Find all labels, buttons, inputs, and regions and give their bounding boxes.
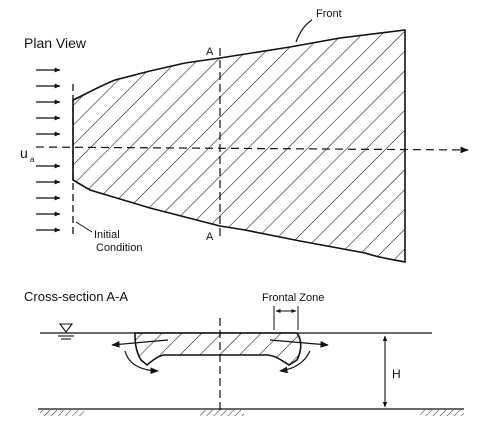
curl-arrow-right (279, 350, 311, 374)
inflow-arrows (36, 67, 61, 233)
cross-section-title: Cross-section A-A (24, 289, 128, 304)
velocity-subscript: a (30, 155, 35, 164)
front-label: Front (316, 8, 342, 20)
slick-area (72, 29, 406, 263)
depth-label: H (392, 367, 401, 381)
seabed-hatching (40, 410, 464, 416)
velocity-label: u (20, 145, 28, 161)
section-mark-bottom: A (206, 231, 214, 243)
slick-cross-section (134, 332, 302, 367)
spread-arrow-left (111, 339, 169, 348)
curl-arrow-left (124, 350, 159, 375)
initial-condition-leader (75, 221, 93, 233)
plan-view-title: Plan View (24, 35, 87, 51)
water-surface-symbol (58, 323, 74, 340)
section-mark-top: A (206, 46, 214, 58)
front-leader (295, 19, 313, 43)
frontal-zone-label: Frontal Zone (262, 292, 324, 304)
spread-arrow-right (269, 339, 329, 348)
initial-condition-line1: Initial (94, 229, 120, 241)
centerline-arrow (35, 146, 469, 154)
initial-condition-line2: Condition (96, 242, 142, 254)
